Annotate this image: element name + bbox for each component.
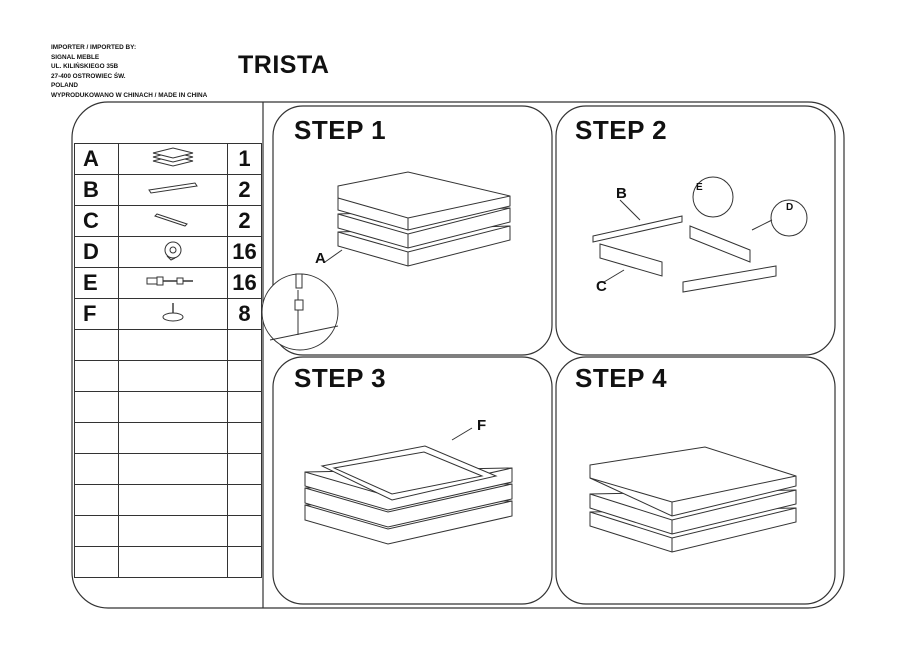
cam-lock-icon: [164, 241, 182, 261]
empty-row: [74, 484, 262, 516]
part-letter: C: [74, 205, 119, 237]
part-letter: B: [74, 174, 119, 206]
parts-row: A 1: [74, 143, 262, 175]
parts-row: D 16: [74, 236, 262, 268]
long-rail-icon: [148, 181, 198, 194]
importer-line: SIGNAL MEBLE: [51, 53, 100, 61]
step4-drawing: [589, 446, 797, 553]
parts-row: C 2: [74, 205, 262, 237]
callout-d: D: [786, 202, 794, 213]
empty-row: [74, 360, 262, 392]
step2-panel: [555, 105, 836, 356]
part-quantity: 2: [227, 205, 262, 237]
outer-border: [71, 101, 845, 609]
step3-drawing: [304, 427, 513, 545]
part-picture: [118, 174, 228, 206]
empty-row: [74, 453, 262, 485]
callout-f: F: [477, 417, 487, 434]
empty-row: [74, 546, 262, 578]
step3-panel: [272, 356, 553, 605]
step1-drawing: [261, 171, 511, 351]
part-letter: D: [74, 236, 119, 268]
parts-row: F 8: [74, 298, 262, 330]
part-picture: [118, 236, 228, 268]
short-rail-icon: [154, 212, 188, 227]
glide-foot-icon: [162, 302, 184, 321]
part-letter: F: [74, 298, 119, 330]
parts-row: B 2: [74, 174, 262, 206]
step1-label: STEP 1: [294, 115, 387, 145]
part-quantity: 2: [227, 174, 262, 206]
importer-line: WYPRODUKOWANO W CHINACH / MADE IN CHINA: [51, 91, 208, 99]
part-picture: [118, 267, 228, 299]
importer-line: UL. KILIŃSKIEGO 35B: [51, 63, 119, 71]
importer-line: 27-400 OSTROWIEC ŚW.: [51, 72, 126, 80]
callout-b: B: [616, 185, 627, 202]
part-picture: [118, 298, 228, 330]
part-quantity: 8: [227, 298, 262, 330]
part-quantity: 16: [227, 267, 262, 299]
callout-e: E: [696, 182, 703, 193]
importer-block: IMPORTER / IMPORTED BY: SIGNAL MEBLE UL.…: [51, 43, 207, 101]
empty-row: [74, 391, 262, 423]
step4-label: STEP 4: [575, 363, 668, 393]
callout-a: A: [315, 250, 326, 267]
cam-bolt-icon: [146, 276, 193, 285]
empty-row: [74, 422, 262, 454]
step4-panel: [555, 356, 836, 605]
step2-label: STEP 2: [575, 115, 668, 145]
part-picture: [118, 205, 228, 237]
part-letter: E: [74, 267, 119, 299]
callout-c: C: [596, 278, 607, 295]
part-letter: A: [74, 143, 119, 175]
tabletop-stack-icon: [152, 146, 194, 167]
parts-table: A 1 B 2 C 2 D: [74, 143, 262, 578]
part-quantity: 1: [227, 143, 262, 175]
step3-label: STEP 3: [294, 363, 387, 393]
importer-line: IMPORTER / IMPORTED BY:: [51, 44, 137, 51]
empty-row: [74, 515, 262, 547]
part-quantity: 16: [227, 236, 262, 268]
parts-row: E 16: [74, 267, 262, 299]
importer-line: POLAND: [51, 82, 78, 90]
part-picture: [118, 143, 228, 175]
product-title: TRISTA: [238, 51, 330, 79]
step2-drawing: [592, 176, 808, 293]
empty-row: [74, 329, 262, 361]
step1-panel: [272, 105, 553, 356]
